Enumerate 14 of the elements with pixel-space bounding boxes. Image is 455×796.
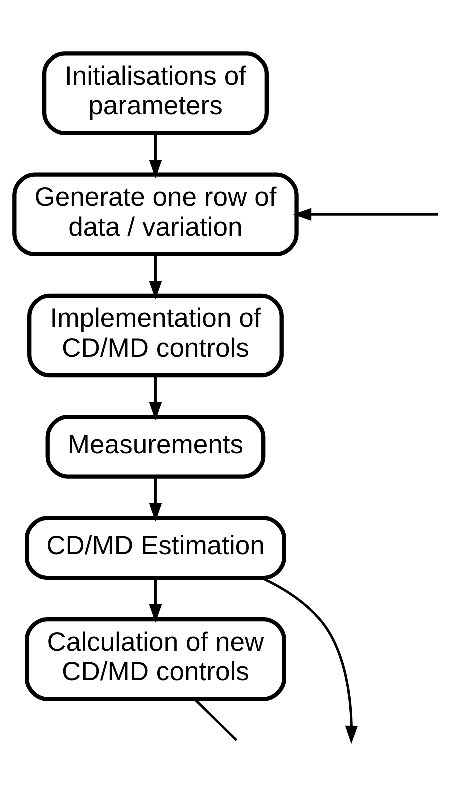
arrow (261, 577, 358, 744)
arrow (293, 208, 438, 222)
arrow (149, 134, 162, 178)
connector (194, 698, 238, 742)
node-box: CD/MD Estimation (25, 516, 286, 580)
node-box: Measurements (46, 415, 266, 479)
arrow (149, 376, 162, 421)
arrow (149, 254, 162, 300)
node-box: Generate one row of data / variation (12, 172, 299, 257)
arrow (149, 476, 162, 522)
node-box: Initialisations of parameters (42, 52, 269, 136)
node-box: Implementation of CD/MD controls (28, 294, 284, 378)
arrow (149, 578, 162, 623)
node-box: Calculation of new CD/MD controls (25, 617, 286, 702)
